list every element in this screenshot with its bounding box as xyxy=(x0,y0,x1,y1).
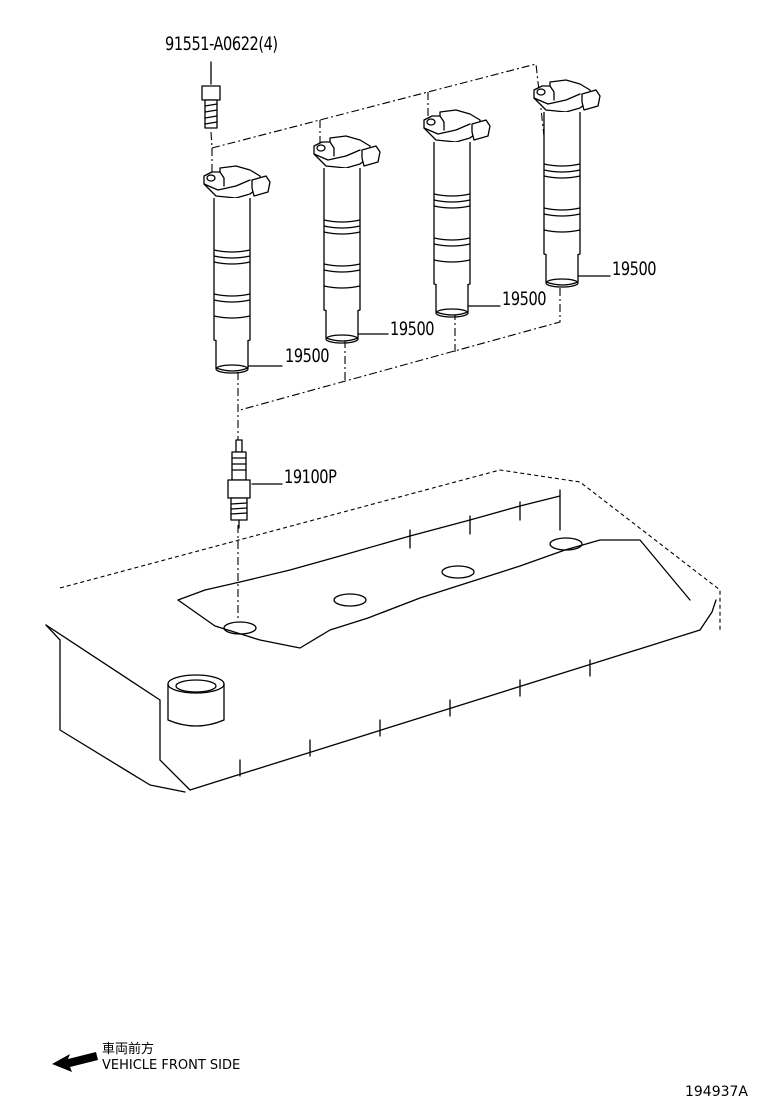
ignition-coil-1 xyxy=(203,165,271,374)
front-side-label-en: VEHICLE FRONT SIDE xyxy=(102,1058,241,1073)
front-side-label-jp: 車両前方 xyxy=(102,1042,155,1057)
diagram-id: 194937A xyxy=(684,1084,748,1100)
bolt-part-number[interactable]: 91551-A0622(4) xyxy=(165,33,278,55)
ignition-coil-2 xyxy=(313,135,381,344)
coil-4-part-number[interactable]: 19500 xyxy=(612,258,657,280)
spark-plug-part-number[interactable]: 19100P xyxy=(284,466,337,488)
ignition-coil-4 xyxy=(533,79,601,288)
ignition-coil-3 xyxy=(423,109,491,318)
spark-plug-drawing xyxy=(227,439,283,529)
coil-2-part-number[interactable]: 19500 xyxy=(390,318,435,340)
cylinder-head-cover-drawing xyxy=(45,469,721,793)
bolt-drawing xyxy=(201,61,221,149)
coil-3-part-number[interactable]: 19500 xyxy=(502,288,547,310)
coil-1-part-number[interactable]: 19500 xyxy=(285,345,330,367)
front-arrow-icon xyxy=(52,1052,98,1072)
